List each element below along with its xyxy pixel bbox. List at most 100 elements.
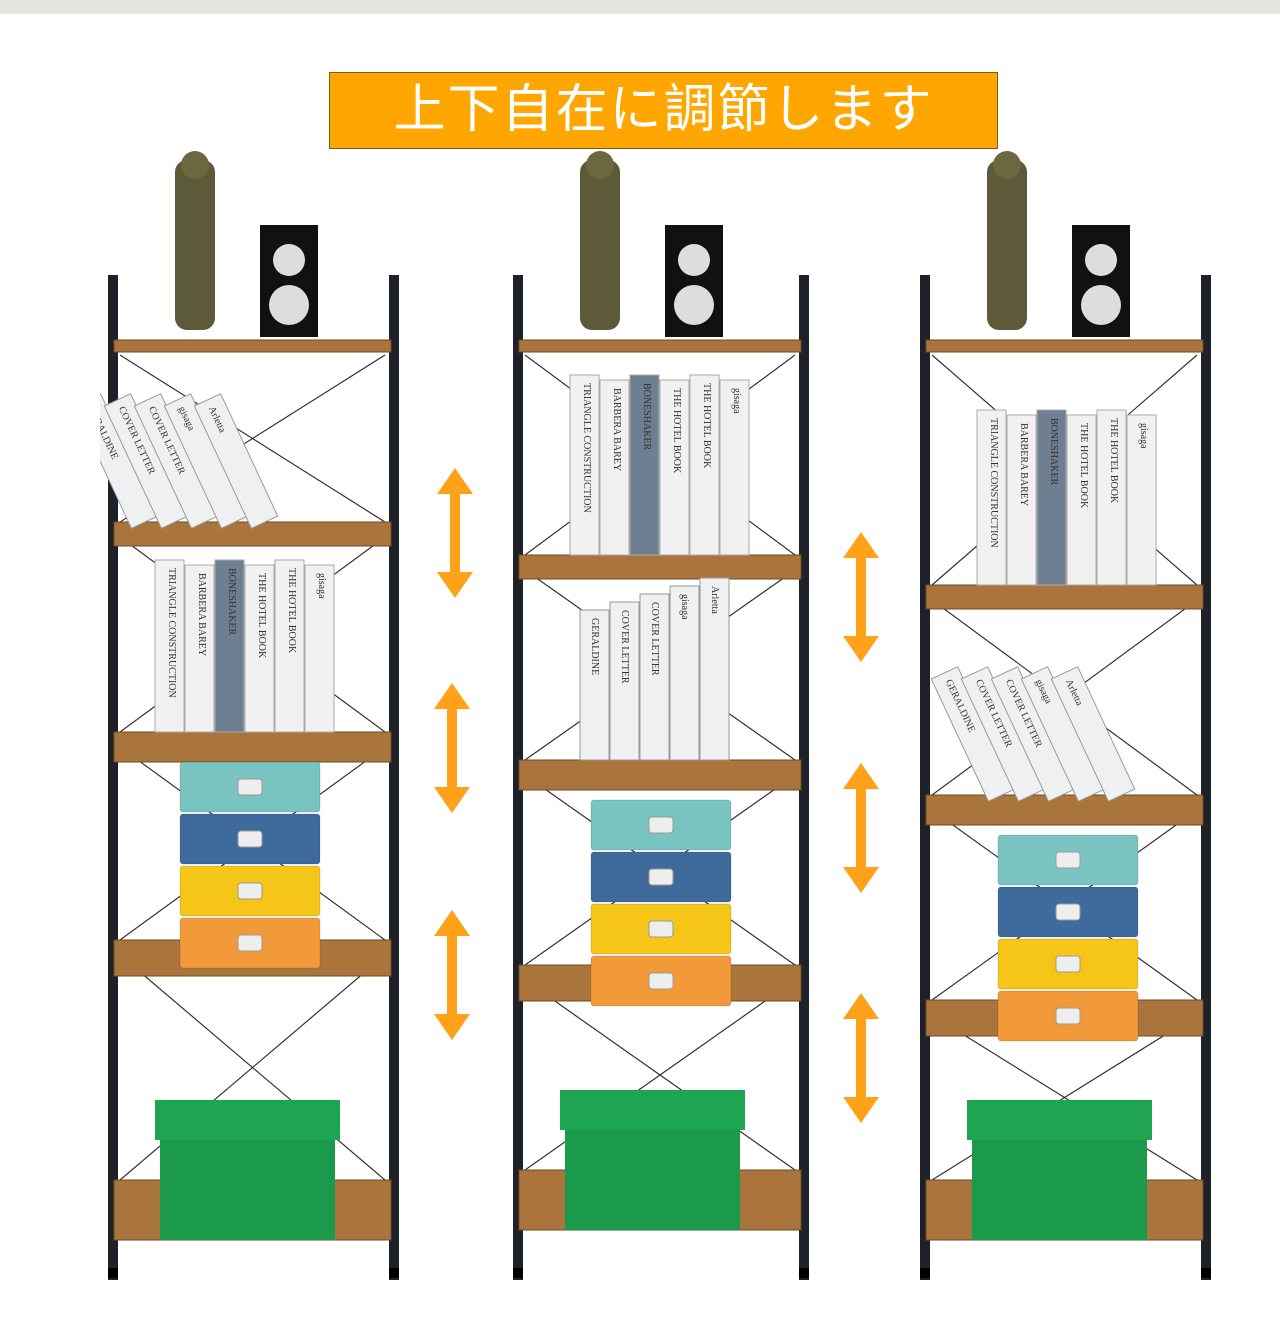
top-bar: [0, 0, 1280, 14]
book: gisaga: [1126, 414, 1157, 586]
book-spine: [1036, 409, 1067, 586]
adjust-arrow-icon: [843, 993, 879, 1123]
book-spine: [639, 593, 670, 761]
book-spine: [976, 409, 1007, 586]
book-title: Arletta: [709, 586, 720, 614]
book: gisaga: [163, 393, 249, 530]
knight-figurine: [580, 160, 620, 330]
book-title: BONESHAKER: [226, 568, 237, 636]
book-title: THE HOTEL BOOK: [671, 388, 682, 474]
drawer-handle: [237, 830, 263, 848]
shelf-board: [518, 554, 802, 580]
book: BONESHAKER: [629, 374, 660, 556]
book: Arletta: [699, 577, 730, 761]
arrow-shape: [843, 532, 879, 662]
book-title: TRIANGLE CONSTRUCTION: [581, 383, 592, 513]
book: gisaga: [669, 585, 700, 761]
knight-head: [586, 151, 614, 179]
book-spine: [699, 577, 730, 761]
knight-figurine: [175, 160, 215, 330]
camera-lens: [678, 244, 710, 276]
green-box-lid: [560, 1090, 745, 1130]
book-spine: [629, 374, 660, 556]
book-title: gisaga: [679, 594, 690, 620]
shelf-unit-1: TRIANGLE CONSTRUCTION BARBERA BAREY BONESH…: [100, 151, 399, 1280]
camera-lens: [1085, 244, 1117, 276]
book-spine: [669, 585, 700, 761]
drawer-handle: [648, 816, 674, 834]
shelf-board: [113, 731, 392, 763]
book-title: THE HOTEL BOOK: [256, 573, 267, 659]
green-box-lid: [967, 1100, 1152, 1140]
camera-lens: [674, 285, 714, 325]
book: gisaga: [304, 564, 335, 733]
drawer-handle: [237, 778, 263, 796]
book-title: THE HOTEL BOOK: [1078, 423, 1089, 509]
book: THE HOTEL BOOK: [659, 379, 690, 556]
book: THE HOTEL BOOK: [1066, 414, 1097, 586]
knight-head: [181, 151, 209, 179]
book-spine: [579, 609, 610, 761]
frame-post: [389, 275, 399, 1280]
foot: [1201, 1268, 1211, 1278]
book-title: THE HOTEL BOOK: [1108, 418, 1119, 504]
frame-post: [108, 275, 118, 1280]
book: THE HOTEL BOOK: [689, 374, 720, 556]
book-spine: [609, 601, 640, 761]
book-spine: [274, 559, 305, 733]
book-spine: [1096, 409, 1127, 586]
book: BONESHAKER: [214, 559, 245, 733]
shelf-board: [518, 759, 802, 791]
knight-head: [993, 151, 1021, 179]
frame-post: [920, 275, 930, 1280]
book-title: COVER LETTER: [619, 610, 630, 684]
book-title: BARBERA BAREY: [611, 388, 622, 471]
frame-post: [513, 275, 523, 1280]
book-spine: [1006, 414, 1037, 586]
foot: [389, 1268, 399, 1278]
book: BARBERA BAREY: [1006, 414, 1037, 586]
book: COVER LETTER: [639, 593, 670, 761]
book-spine: [193, 393, 279, 530]
knight-figurine: [987, 160, 1027, 330]
book-spine: [659, 379, 690, 556]
book: gisaga: [1020, 666, 1106, 803]
foot: [799, 1268, 809, 1278]
book-title: COVER LETTER: [649, 602, 660, 676]
book-spine: [719, 379, 750, 556]
camera-lens: [1081, 285, 1121, 325]
adjust-arrow-icon: [843, 532, 879, 662]
arrow-shape: [434, 910, 470, 1040]
adjust-arrow-icon: [434, 910, 470, 1040]
adjust-arrow-icon: [437, 468, 473, 598]
book: COVER LETTER: [609, 601, 640, 761]
book: Arletta: [1050, 666, 1136, 803]
book-title: TRIANGLE CONSTRUCTION: [166, 568, 177, 698]
book-spine: [569, 374, 600, 556]
drawer-handle: [1055, 903, 1081, 921]
book-title: THE HOTEL BOOK: [286, 568, 297, 654]
book: BONESHAKER: [1036, 409, 1067, 586]
camera-lens: [273, 244, 305, 276]
drawer-handle: [1055, 1007, 1081, 1025]
book-title: TRIANGLE CONSTRUCTION: [988, 418, 999, 548]
arrow-shape: [843, 763, 879, 893]
shelf-board: [113, 339, 392, 353]
book-spine: [689, 374, 720, 556]
shelf-board: [925, 339, 1204, 353]
book-spine: [304, 564, 335, 733]
drawer-handle: [237, 934, 263, 952]
drawer-handle: [1055, 851, 1081, 869]
drawer-handle: [648, 920, 674, 938]
shelf-unit-2: TRIANGLE CONSTRUCTION BARBERA BAREY BONESH…: [513, 151, 809, 1280]
drawer-handle: [648, 972, 674, 990]
book: GERALDINE: [579, 609, 610, 761]
book-title: THE HOTEL BOOK: [701, 383, 712, 469]
drawer-handle: [1055, 955, 1081, 973]
book: TRIANGLE CONSTRUCTION: [154, 559, 185, 733]
book: BARBERA BAREY: [184, 564, 215, 733]
drawer-handle: [648, 868, 674, 886]
arrow-shape: [434, 683, 470, 813]
book-spine: [1126, 414, 1157, 586]
